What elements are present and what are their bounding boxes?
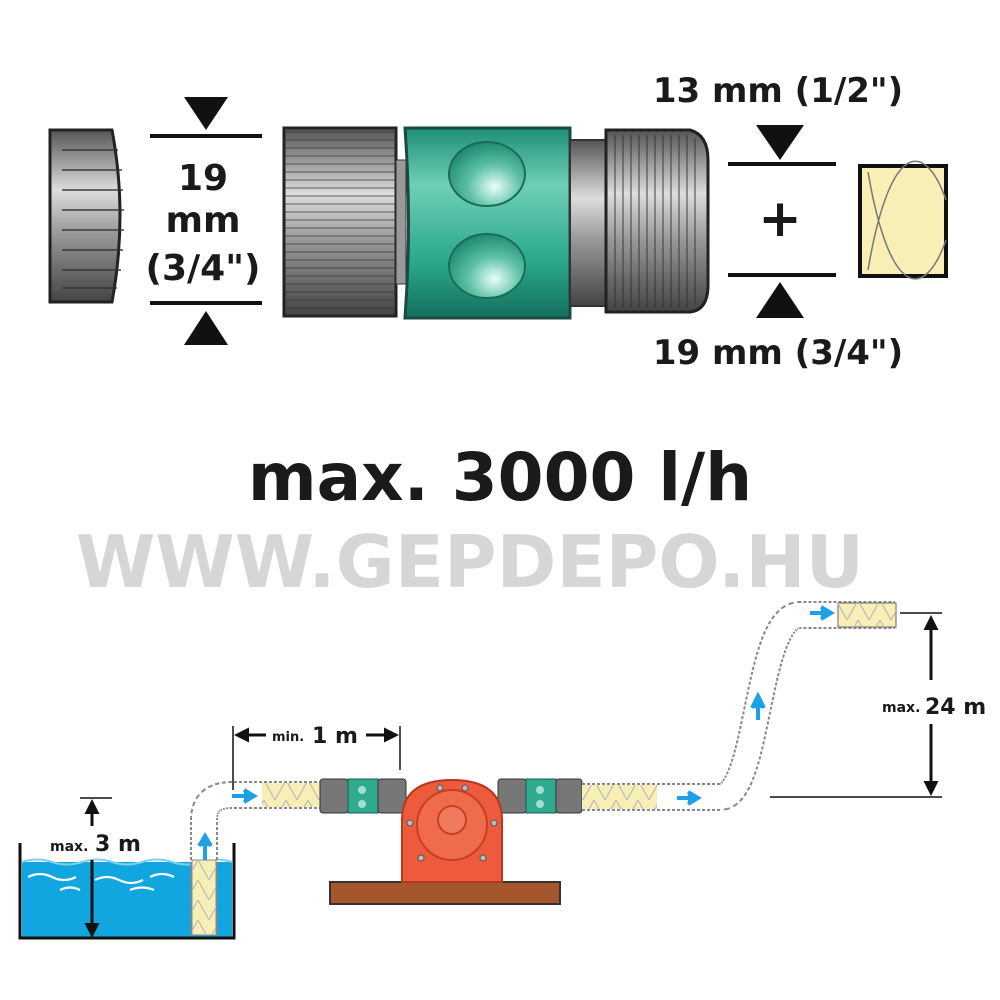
suction-value: 3 m bbox=[95, 832, 141, 857]
mounting-board bbox=[329, 881, 561, 905]
delivery-prefix: max. bbox=[882, 700, 920, 716]
delivery-hose bbox=[582, 601, 897, 811]
left-dimension-marker bbox=[150, 97, 262, 345]
left-dim-unit: mm bbox=[165, 200, 240, 241]
pump-assembly bbox=[319, 778, 583, 905]
watermark: WWW.GEPDEPO.HU bbox=[76, 520, 864, 604]
suction-height-marker bbox=[80, 797, 112, 938]
right-dimension-marker bbox=[728, 125, 836, 318]
distance-prefix: min. bbox=[272, 730, 304, 745]
left-dim-inch: (3/4") bbox=[146, 248, 261, 289]
delivery-value: 24 m bbox=[925, 695, 986, 720]
flow-rate: max. 3000 l/h bbox=[248, 439, 752, 516]
hose-end bbox=[858, 160, 948, 280]
quick-connector bbox=[282, 126, 710, 320]
right-dim-top: 13 mm (1/2") bbox=[653, 71, 903, 111]
suction-prefix: max. bbox=[50, 839, 88, 855]
suction-hose bbox=[190, 781, 322, 936]
left-dim-value: 19 bbox=[178, 158, 228, 199]
right-dim-bottom: 19 mm (3/4") bbox=[653, 333, 903, 373]
delivery-height-marker bbox=[770, 612, 942, 798]
distance-value: 1 m bbox=[312, 724, 358, 749]
plus-sign: + bbox=[758, 189, 802, 249]
min-distance-marker bbox=[232, 726, 401, 790]
male-thread-connector bbox=[48, 128, 124, 304]
release-button bbox=[448, 141, 526, 207]
